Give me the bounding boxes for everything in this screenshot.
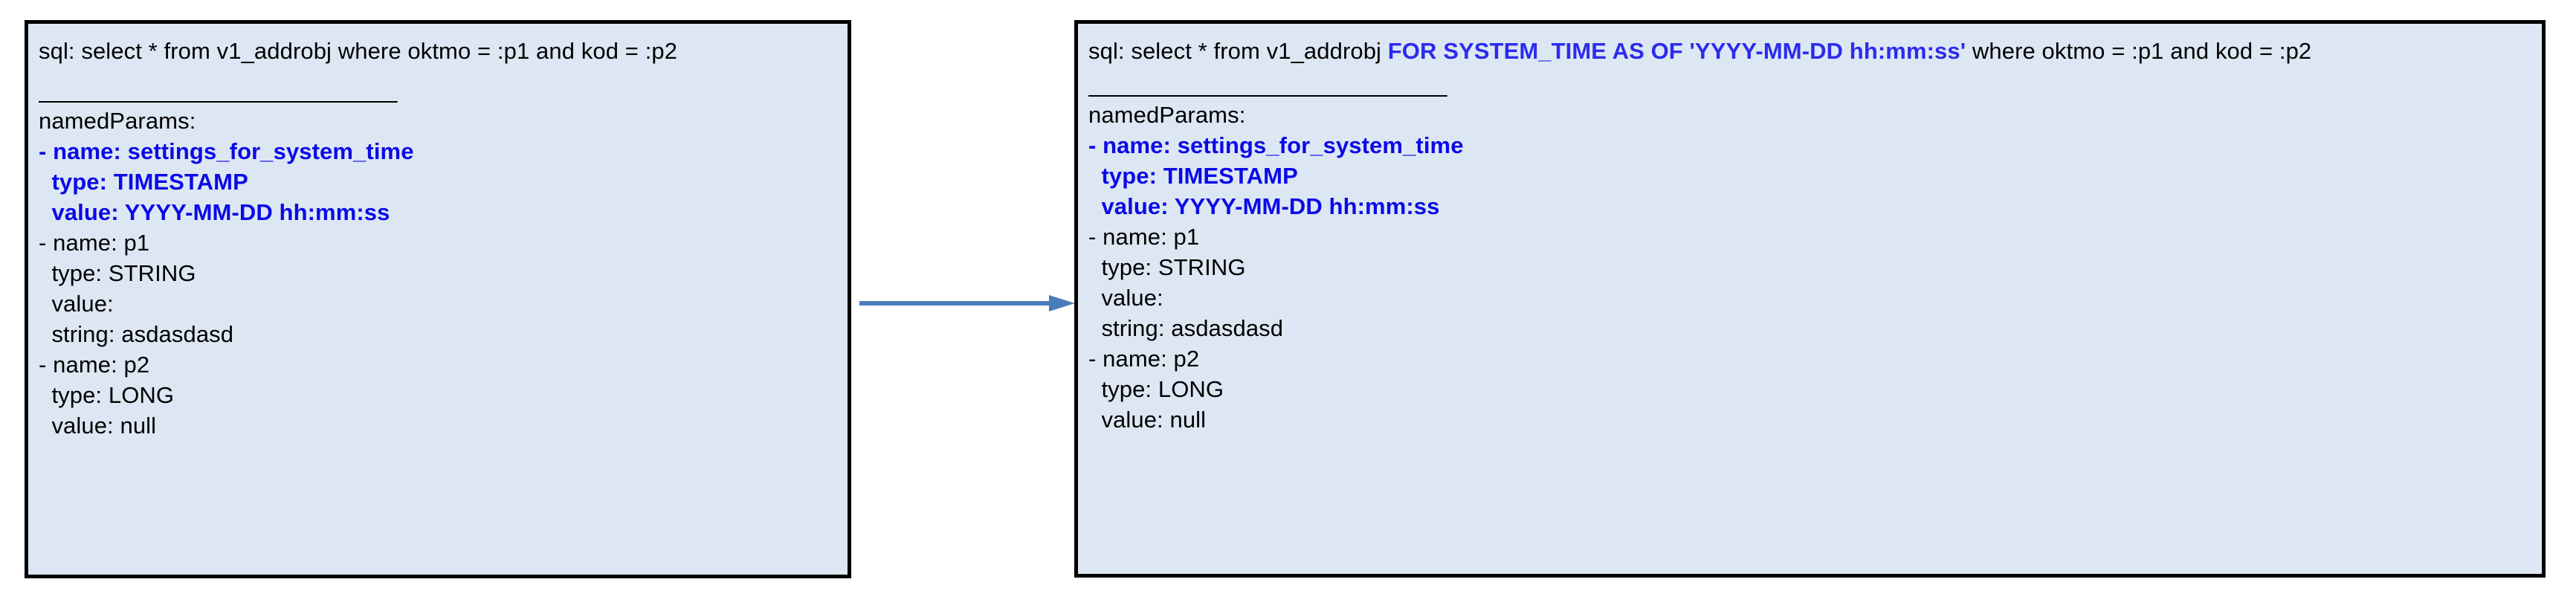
right-named-params-header: namedParams: (1088, 102, 1246, 128)
right-separator-rule: ______________________________ (1088, 71, 1447, 97)
right-sql-statement: sql: select * from v1_addrobj FOR SYSTEM… (1088, 36, 2531, 66)
arrow-head (1049, 295, 1075, 311)
right-param-0-type: type: TIMESTAMP (1088, 163, 1298, 189)
right-sql-suffix: where oktmo = :p1 and kod = :p2 (1966, 38, 2312, 64)
left-param-2-type: type: LONG (39, 382, 175, 408)
right-param-0-value: value: YYYY-MM-DD hh:mm:ss (1088, 193, 1440, 219)
right-param-2-value: value: null (1088, 407, 1207, 433)
left-param-1-name: - name: p1 (39, 230, 150, 256)
right-param-0-name: - name: settings_for_system_time (1088, 132, 1464, 158)
right-param-1-value: value: (1088, 285, 1163, 311)
right-param-1-name: - name: p1 (1088, 224, 1200, 250)
transform-arrow (859, 295, 1075, 311)
left-param-1-value: value: (39, 291, 114, 317)
right-param-1-type: type: STRING (1088, 254, 1246, 280)
left-param-2-name: - name: p2 (39, 352, 150, 378)
left-named-params-header: namedParams: (39, 108, 196, 134)
left-separator-rule: ______________________________ (39, 77, 397, 103)
left-param-0-name: - name: settings_for_system_time (39, 138, 414, 164)
right-sql-note-box: sql: select * from v1_addrobj FOR SYSTEM… (1074, 20, 2546, 578)
left-sql-note-box: sql: select * from v1_addrobj where oktm… (25, 20, 851, 578)
left-spacer (39, 66, 837, 75)
left-sql-statement: sql: select * from v1_addrobj where oktm… (39, 38, 678, 64)
right-sql-prefix: sql: select * from v1_addrobj (1088, 38, 1388, 64)
left-param-0-value: value: YYYY-MM-DD hh:mm:ss (39, 199, 390, 225)
right-param-2-name: - name: p2 (1088, 346, 1200, 372)
right-param-1-string: string: asdasdasd (1088, 315, 1284, 341)
left-param-1-type: type: STRING (39, 260, 196, 286)
left-param-2-value: value: null (39, 413, 157, 439)
right-sql-highlight: FOR SYSTEM_TIME AS OF 'YYYY-MM-DD hh:mm:… (1387, 38, 1966, 64)
left-param-1-string: string: asdasdasd (39, 321, 234, 347)
right-param-2-type: type: LONG (1088, 376, 1224, 402)
left-param-0-type: type: TIMESTAMP (39, 169, 248, 195)
